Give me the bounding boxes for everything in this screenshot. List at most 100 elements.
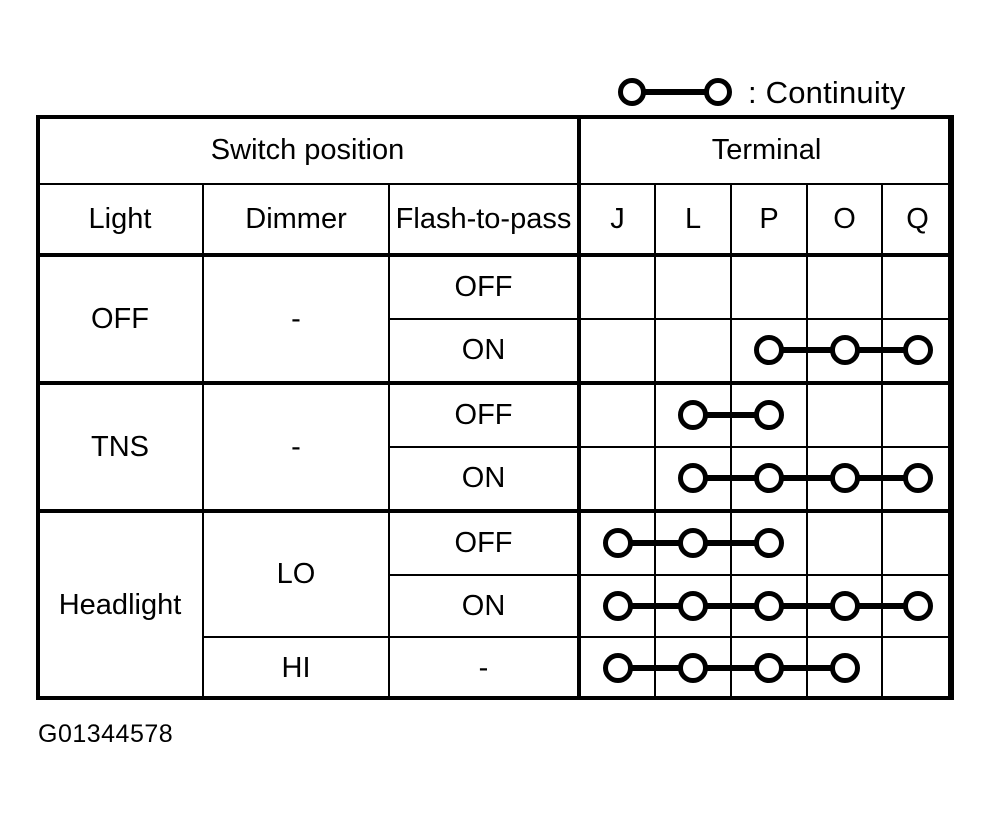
cell-terminal-o-row-3 <box>806 445 918 512</box>
column-header-flash-to-pass: Flash-to-pass <box>387 183 581 256</box>
terminal-cell-inner <box>808 576 918 636</box>
cell-light-2: TNS <box>36 380 204 512</box>
terminal-cell-inner <box>581 448 654 509</box>
column-header-terminal-o: O <box>806 183 884 256</box>
continuity-dot-q <box>902 590 933 621</box>
terminal-cell-inner <box>732 513 806 574</box>
continuity-link-p-o <box>769 602 844 609</box>
switch-continuity-table: Switch position Terminal Light Dimmer Fl… <box>35 115 955 701</box>
continuity-dot-q <box>902 463 933 494</box>
cell-terminal-q-row-4 <box>881 508 955 576</box>
continuity-dot-o <box>829 652 860 683</box>
cell-terminal-l-row-2 <box>654 380 768 448</box>
cell-flash-to-pass-3: ON <box>387 445 581 512</box>
terminal-cell-inner <box>883 576 952 636</box>
continuity-dot-p <box>754 528 785 559</box>
cell-dimmer-6: HI <box>202 635 390 701</box>
terminal-cell-inner <box>808 638 881 698</box>
terminal-cell-inner <box>656 448 768 509</box>
cell-terminal-j-row-0 <box>577 253 657 320</box>
table-row: ON <box>37 317 955 384</box>
continuity-link-p-o <box>769 347 844 354</box>
continuity-dot-q <box>902 335 933 366</box>
cell-flash-to-pass-1: ON <box>387 317 581 384</box>
terminal-cell-inner <box>732 576 844 636</box>
terminal-cell-inner <box>808 513 881 574</box>
terminal-cell-inner <box>883 385 952 446</box>
cell-terminal-q-row-6 <box>881 635 955 701</box>
continuity-link-o-q <box>844 475 918 482</box>
continuity-dot-o <box>829 463 860 494</box>
terminal-cell-inner <box>883 448 952 509</box>
terminal-cell-inner <box>808 385 881 446</box>
continuity-link-l-p <box>693 412 768 419</box>
continuity-dot-o <box>829 590 860 621</box>
terminal-cell-inner <box>808 320 918 381</box>
cell-terminal-l-row-3 <box>654 445 768 512</box>
continuity-link-o-q <box>844 602 918 609</box>
continuity-dot-j <box>602 590 633 621</box>
terminal-cell-inner <box>808 448 918 509</box>
cell-flash-to-pass-2: OFF <box>387 380 581 448</box>
cell-terminal-p-row-0 <box>730 253 809 320</box>
table-row: ON <box>37 573 955 638</box>
terminal-cell-inner <box>732 385 806 446</box>
cell-terminal-o-row-2 <box>806 380 884 448</box>
column-header-terminal-q: Q <box>881 183 955 256</box>
cell-dimmer-2: - <box>202 380 390 512</box>
cell-terminal-l-row-0 <box>654 253 733 320</box>
cell-terminal-l-row-6 <box>654 635 768 701</box>
terminal-cell-inner <box>581 257 654 318</box>
continuity-link-p-o <box>769 475 844 482</box>
cell-flash-to-pass-0: OFF <box>387 253 581 320</box>
continuity-link-l-p <box>693 602 768 609</box>
group-header-switch-position: Switch position <box>35 115 581 185</box>
continuity-dot-l <box>678 590 709 621</box>
continuity-dot-p <box>754 652 785 683</box>
column-header-terminal-p: P <box>730 183 809 256</box>
terminal-cell-inner <box>581 576 691 636</box>
cell-flash-to-pass-6: - <box>387 635 581 701</box>
cell-terminal-o-row-5 <box>806 573 918 638</box>
terminal-cell-inner <box>808 257 881 318</box>
terminal-cell-inner <box>883 320 952 381</box>
terminal-cell-inner <box>656 576 768 636</box>
continuity-legend: : Continuity <box>612 68 905 116</box>
terminal-cell-inner <box>656 385 768 446</box>
terminal-cell-inner <box>656 513 768 574</box>
table-row: TNS-OFF <box>36 380 955 512</box>
cell-dimmer-4: LO <box>202 508 390 638</box>
terminal-cell-inner <box>883 513 952 574</box>
column-header-terminal-l: L <box>654 183 733 256</box>
cell-terminal-j-row-1 <box>577 317 657 384</box>
terminal-cell-inner <box>581 638 691 698</box>
group-header-row: Switch position Terminal <box>35 115 955 185</box>
table-row: OFF-OFF <box>36 253 955 384</box>
continuity-link-o-q <box>844 347 918 354</box>
continuity-link-j-l <box>617 602 691 609</box>
terminal-cell-inner <box>732 638 844 698</box>
column-header-dimmer: Dimmer <box>202 183 390 256</box>
continuity-dot-p <box>754 463 785 494</box>
cell-terminal-j-row-3 <box>577 445 657 512</box>
continuity-dot-j <box>602 652 633 683</box>
column-header-row: Light Dimmer Flash-to-pass J L P O Q <box>36 183 955 256</box>
continuity-dot-o <box>829 335 860 366</box>
terminal-cell-inner <box>656 638 768 698</box>
cell-terminal-p-row-5 <box>730 573 844 638</box>
terminal-cell-inner <box>581 385 654 446</box>
continuity-dot-l <box>678 463 709 494</box>
cell-light-0: OFF <box>36 253 204 384</box>
continuity-link-l-p <box>693 475 768 482</box>
continuity-symbol-icon <box>618 78 732 106</box>
continuity-link-p-o <box>769 664 844 671</box>
continuity-dot-l <box>678 528 709 559</box>
cell-flash-to-pass-5: ON <box>387 573 581 638</box>
cell-terminal-q-row-0 <box>881 253 955 320</box>
continuity-link-l-p <box>693 540 768 547</box>
cell-dimmer-0: - <box>202 253 390 384</box>
cell-terminal-j-row-2 <box>577 380 657 448</box>
cell-terminal-l-row-1 <box>654 317 733 384</box>
continuity-dot-l <box>678 400 709 431</box>
